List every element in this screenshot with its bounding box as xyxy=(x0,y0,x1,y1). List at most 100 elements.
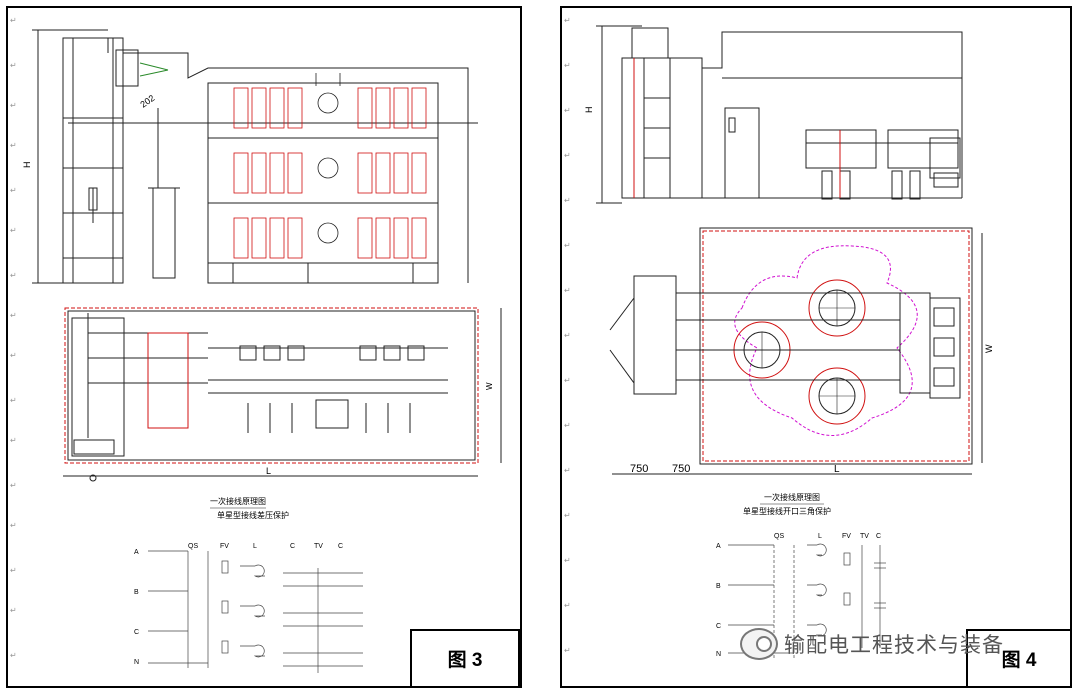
svg-text:↵: ↵ xyxy=(564,196,571,205)
fig4-cap-stack-1 xyxy=(808,279,866,337)
svg-text:↵: ↵ xyxy=(564,241,571,250)
svg-text:↵: ↵ xyxy=(564,601,571,610)
svg-text:↵: ↵ xyxy=(10,271,17,280)
svg-text:↵: ↵ xyxy=(10,226,17,235)
watermark-text: 输配电工程技术与装备 xyxy=(784,633,1004,657)
svg-text:↵: ↵ xyxy=(564,16,571,25)
fig4-col-qs: QS xyxy=(774,533,784,540)
svg-text:↵: ↵ xyxy=(10,566,17,575)
svg-text:↵: ↵ xyxy=(564,61,571,70)
fig4-phase-b: B xyxy=(716,583,721,590)
svg-text:↵: ↵ xyxy=(564,376,571,385)
figure-3-sheet: H 202 xyxy=(6,6,522,688)
fig4-reactor-2 xyxy=(887,129,959,169)
fig4-dim-750-a: 750 xyxy=(630,463,648,475)
svg-text:↵: ↵ xyxy=(564,331,571,340)
fig3-phase-b: B xyxy=(134,589,139,596)
fig3-elevation-view xyxy=(32,29,478,284)
fig4-disconnector-plan xyxy=(633,275,677,395)
fig3-disconnector xyxy=(115,49,139,87)
svg-text:↵: ↵ xyxy=(564,556,571,565)
fig4-l-label: L xyxy=(834,464,840,475)
fig4-elevation-red xyxy=(633,58,841,198)
svg-text:↵: ↵ xyxy=(564,106,571,115)
fig3-margin-marks: ↵↵↵ ↵↵↵ ↵↵↵ ↵↵↵ ↵↵↵ ↵ xyxy=(10,16,17,660)
fig4-reactor-1 xyxy=(805,129,877,169)
svg-text:↵: ↵ xyxy=(10,101,17,110)
fig3-schematic-phase-labels: A B C N xyxy=(134,549,139,666)
fig4-h-label: H xyxy=(584,107,594,114)
fig4-fence xyxy=(702,230,970,462)
fig3-col-fv: FV xyxy=(220,543,229,550)
svg-text:↵: ↵ xyxy=(10,141,17,150)
fig3-w-label: W xyxy=(485,382,494,390)
fig4-schematic-subtitle: 单星型接线开口三角保护 xyxy=(743,506,831,516)
fig4-disconnector xyxy=(631,27,669,59)
svg-text:↵: ↵ xyxy=(10,651,17,660)
fig4-phase-n: N xyxy=(716,651,721,658)
fig3-col-c2: C xyxy=(338,543,343,550)
fig4-col-tv: TV xyxy=(860,533,869,540)
fig4-col-fv: FV xyxy=(842,533,851,540)
fig4-schematic-title: 一次接线原理图 xyxy=(764,492,820,502)
svg-text:↵: ↵ xyxy=(10,351,17,360)
svg-text:↵: ↵ xyxy=(10,481,17,490)
svg-text:↵: ↵ xyxy=(10,606,17,615)
fig3-schematic-subtitle: 单星型接线差压保护 xyxy=(217,510,289,520)
fig4-col-l: L xyxy=(818,533,822,540)
fig3-schematic-title: 一次接线原理图 xyxy=(210,496,266,506)
fig4-schematic-col-labels: QS L FV TV C xyxy=(774,533,881,540)
svg-text:↵: ↵ xyxy=(10,436,17,445)
figure-4-drawing: H xyxy=(564,16,994,658)
svg-text:↵: ↵ xyxy=(564,646,571,655)
fig3-col-l: L xyxy=(253,543,257,550)
svg-text:↵: ↵ xyxy=(10,186,17,195)
figure-3-caption: 图 3 xyxy=(410,629,520,688)
svg-text:↵: ↵ xyxy=(564,151,571,160)
svg-text:↵: ↵ xyxy=(10,311,17,320)
svg-text:↵: ↵ xyxy=(564,511,571,520)
fig4-col-c: C xyxy=(876,533,881,540)
fig4-elevation-view xyxy=(596,25,963,204)
fig4-dim-750-b: 750 xyxy=(672,463,690,475)
fig4-cap-stack-3 xyxy=(808,367,866,425)
watermark: 输配电工程技术与装备 xyxy=(740,628,1004,660)
fig3-tv-units xyxy=(315,73,341,244)
svg-text:↵: ↵ xyxy=(10,61,17,70)
fig4-phase-c: C xyxy=(716,623,721,630)
fig3-phase-n: N xyxy=(134,659,139,666)
fig4-plan-view xyxy=(609,227,983,475)
svg-text:↵: ↵ xyxy=(10,521,17,530)
wechat-logo-icon xyxy=(740,628,778,660)
fig3-insulator-label: 202 xyxy=(138,93,156,110)
fig4-schematic-phase-labels: A B C N xyxy=(716,543,721,658)
fig3-schematic-lines xyxy=(148,550,363,673)
figure-4-sheet: H xyxy=(560,6,1072,688)
svg-text:↵: ↵ xyxy=(10,16,17,25)
svg-text:↵: ↵ xyxy=(564,286,571,295)
fig4-reactor-plan xyxy=(929,297,961,399)
fig3-col-c1: C xyxy=(290,543,295,550)
fig4-clearance-boundary xyxy=(734,245,918,436)
fig4-phase-a: A xyxy=(716,543,721,550)
figure-3-drawing: H 202 xyxy=(10,16,502,673)
fig3-col-qs: QS xyxy=(188,543,198,550)
fig3-schematic-col-labels: QS FV L C TV C xyxy=(188,543,343,550)
svg-text:↵: ↵ xyxy=(564,466,571,475)
figure-4-caption: 图 4 xyxy=(966,629,1072,688)
fig3-phase-a: A xyxy=(134,549,139,556)
svg-text:↵: ↵ xyxy=(564,421,571,430)
fig4-w-label: W xyxy=(984,344,994,353)
fig3-capacitor-rack xyxy=(207,82,439,284)
fig3-l-label: L xyxy=(266,466,271,476)
fig3-plan-view xyxy=(63,307,502,482)
fig3-phase-c: C xyxy=(134,629,139,636)
fig4-margin-marks: ↵ ↵ ↵ ↵ ↵ ↵ ↵ ↵ ↵ ↵ ↵ ↵ ↵ ↵ ↵ xyxy=(564,16,571,655)
fig3-capacitor-units xyxy=(233,87,427,259)
fig3-tower-frame xyxy=(62,37,124,284)
fig3-reactor xyxy=(152,187,176,279)
fig3-fence xyxy=(64,307,479,464)
fig3-h-label: H xyxy=(22,162,32,169)
fig3-col-tv: TV xyxy=(314,543,323,550)
fig3-reactor-plan xyxy=(147,332,189,429)
